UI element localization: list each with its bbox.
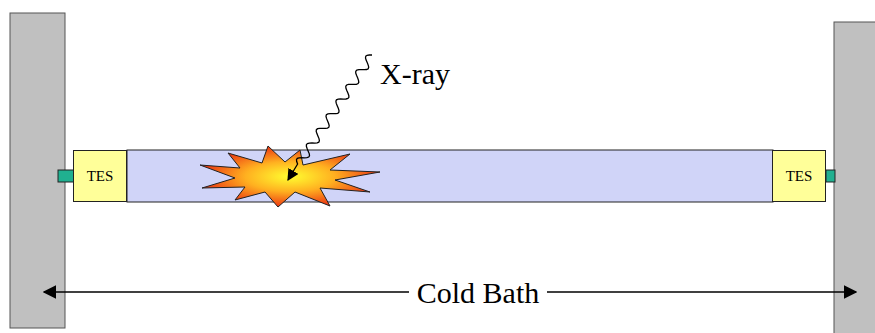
thermal-link [58,170,74,182]
right-wall [834,22,875,333]
left-wall [10,13,65,328]
x-ray-photon [288,55,372,180]
cold-bath-label: Cold Bath [409,278,548,308]
tes-sensor: TES [73,150,127,202]
sensor-label: TES [87,168,114,185]
x-ray-label: X-ray [380,59,450,89]
absorber-bar [127,150,773,202]
tes-sensor: TES [772,150,826,202]
sensor-label: TES [786,168,813,185]
thermal-link [826,170,835,182]
